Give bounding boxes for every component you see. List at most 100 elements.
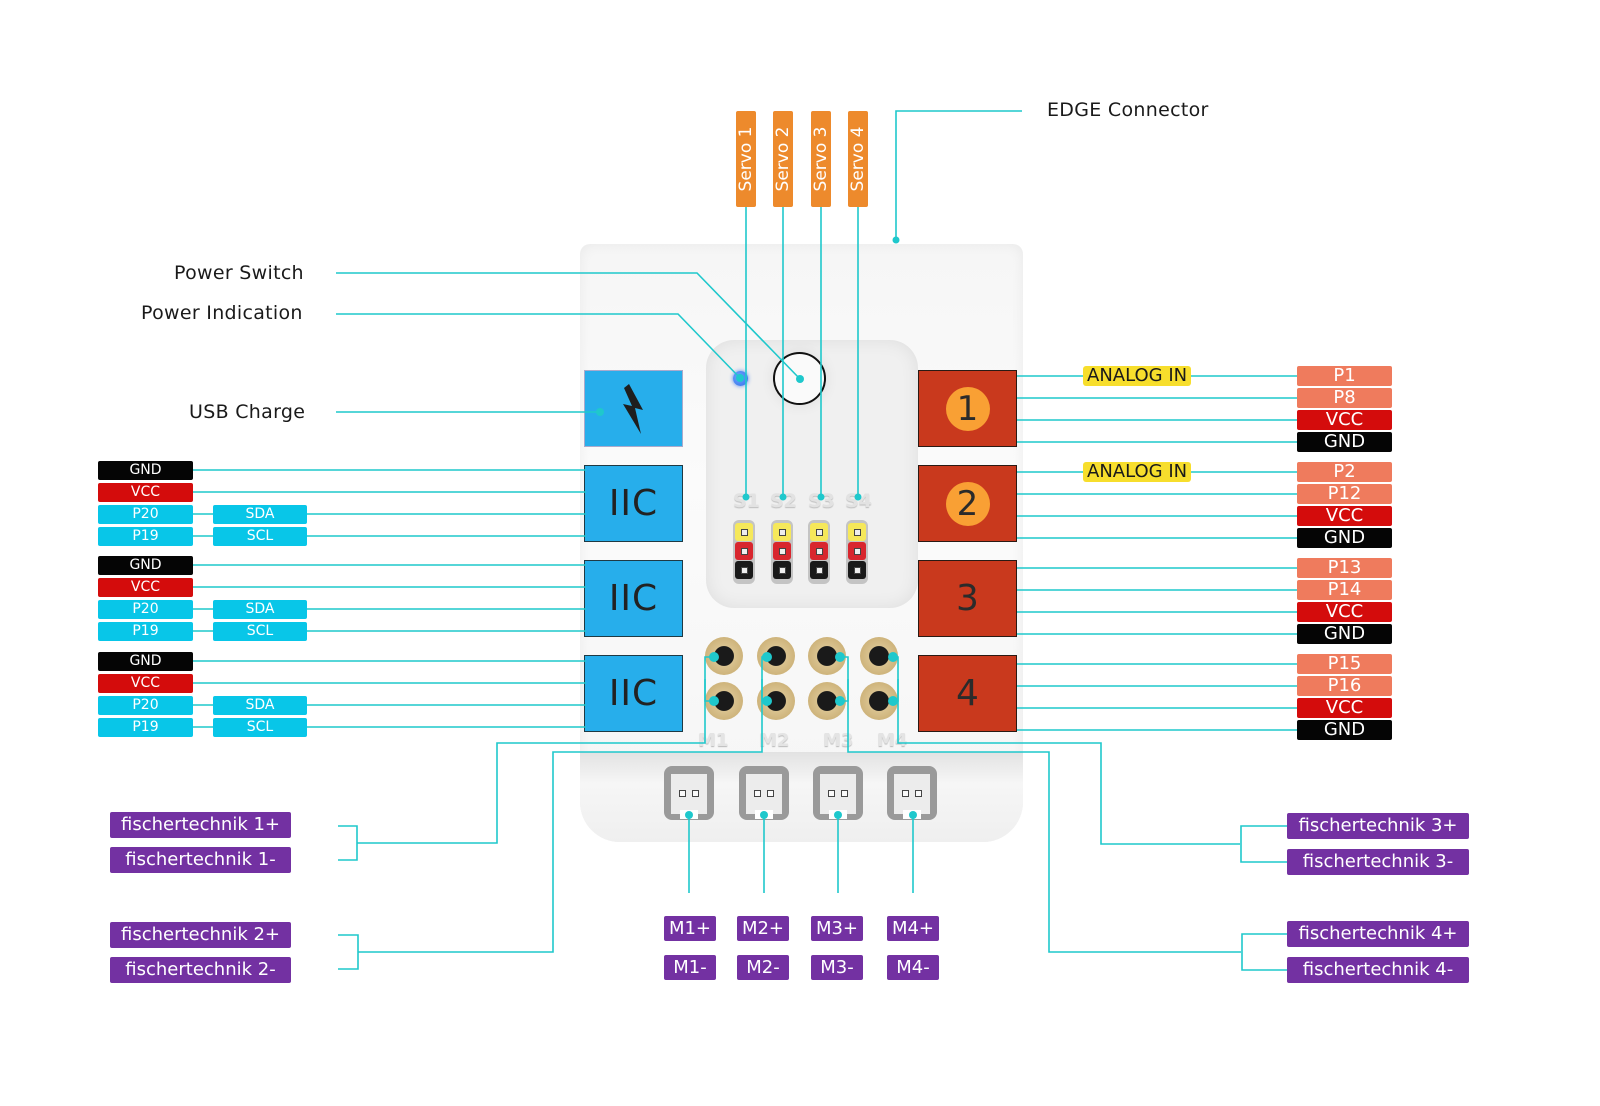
fischertechnik-4-minus: fischertechnik 4-: [1287, 957, 1469, 983]
signal-sda: SDA: [213, 696, 307, 715]
motor-jack-m3-plus: [808, 637, 846, 675]
signal-scl: SCL: [213, 527, 307, 546]
servo-tag-4: Servo 4: [848, 111, 868, 207]
pin-p14: P14: [1297, 580, 1392, 600]
pin-p19: P19: [98, 718, 193, 737]
sensor-port-4: 4: [918, 655, 1017, 732]
pin-p20: P20: [98, 505, 193, 524]
motor-connector-m1: [664, 766, 714, 820]
motor-jack-m2-plus: [757, 637, 795, 675]
port-number: 4: [956, 673, 979, 714]
servo-board-label: S3: [808, 490, 835, 512]
servo-board-label: S4: [845, 490, 872, 512]
pin-p16: P16: [1297, 676, 1392, 696]
power-switch-label: Power Switch: [174, 262, 304, 284]
motor-jack-m4-minus: [860, 682, 898, 720]
servo-tag-label: Servo 1: [736, 126, 756, 192]
servo-tag-label: Servo 3: [811, 126, 831, 192]
motor-tag-m1-minus: M1-: [664, 955, 716, 980]
servo-board-label: S1: [733, 490, 760, 512]
iic-port-label: IIC: [608, 578, 659, 619]
motor-connector-m3: [813, 766, 863, 820]
pin-vcc: VCC: [98, 483, 193, 502]
sensor-port-1: 1: [918, 370, 1017, 447]
port-number-badge: 2: [945, 481, 990, 526]
iic-port-label: IIC: [608, 673, 659, 714]
bracket-ft2: [338, 934, 359, 970]
pin-p12: P12: [1297, 484, 1392, 504]
servo-header-2: [771, 520, 793, 584]
sensor-port-3: 3: [918, 560, 1017, 637]
fischertechnik-3-minus: fischertechnik 3-: [1287, 849, 1469, 875]
bracket-ft3: [1240, 825, 1288, 863]
iic-port-2: IIC: [584, 560, 683, 637]
lightning-bolt-icon: [622, 383, 643, 434]
board-motor-connector-strip: [580, 752, 1023, 842]
motor-board-label: M1: [698, 730, 729, 751]
power-indication-label: Power Indication: [141, 302, 303, 324]
power-switch[interactable]: [773, 352, 826, 405]
fischertechnik-2-plus: fischertechnik 2+: [110, 922, 291, 948]
pin-vcc: VCC: [1297, 506, 1392, 526]
fischertechnik-1-plus: fischertechnik 1+: [110, 812, 291, 838]
fischertechnik-3-plus: fischertechnik 3+: [1287, 813, 1469, 839]
wire-edge-connector: [895, 110, 1022, 240]
sensor-port-2: 2: [918, 465, 1017, 542]
pin-gnd: GND: [1297, 528, 1392, 548]
servo-tag-label: Servo 4: [848, 126, 868, 192]
servo-board-label: S2: [770, 490, 797, 512]
servo-tag-3: Servo 3: [811, 111, 831, 207]
servo-header-3: [808, 520, 830, 584]
servo-header-4: [846, 520, 868, 584]
signal-scl: SCL: [213, 718, 307, 737]
motor-tag-m1-plus: M1+: [664, 916, 716, 941]
motor-board-label: M4: [877, 730, 908, 751]
analog-in-tag: ANALOG IN: [1083, 462, 1192, 482]
pin-gnd: GND: [98, 652, 193, 671]
motor-tag-m2-plus: M2+: [737, 916, 789, 941]
motor-board-label: M2: [759, 730, 790, 751]
pin-p20: P20: [98, 600, 193, 619]
pin-p13: P13: [1297, 558, 1392, 578]
fischertechnik-2-minus: fischertechnik 2-: [110, 957, 291, 983]
edge-connector-label: EDGE Connector: [1047, 99, 1209, 121]
power-indicator-led: [733, 371, 748, 386]
usb-charge-port: [584, 370, 683, 447]
pin-p8: P8: [1297, 388, 1392, 408]
motor-jack-m3-minus: [808, 682, 846, 720]
pin-vcc: VCC: [98, 578, 193, 597]
servo-tag-2: Servo 2: [773, 111, 793, 207]
motor-board-label: M3: [823, 730, 854, 751]
fischertechnik-1-minus: fischertechnik 1-: [110, 847, 291, 873]
iic-port-3: IIC: [584, 655, 683, 732]
pin-p19: P19: [98, 527, 193, 546]
bracket-ft4: [1241, 933, 1288, 971]
pin-gnd: GND: [1297, 624, 1392, 644]
motor-connector-m2: [739, 766, 789, 820]
motor-jack-m2-minus: [757, 682, 795, 720]
servo-tag-1: Servo 1: [736, 111, 756, 207]
pin-vcc: VCC: [1297, 410, 1392, 430]
port-number: 3: [956, 578, 979, 619]
motor-jack-m1-minus: [705, 682, 743, 720]
iic-port-1: IIC: [584, 465, 683, 542]
motor-tag-m4-plus: M4+: [887, 916, 939, 941]
motor-jack-m1-plus: [705, 637, 743, 675]
iic-port-label: IIC: [608, 483, 659, 524]
pin-p1: P1: [1297, 366, 1392, 386]
servo-tag-label: Servo 2: [773, 126, 793, 192]
edge-connector-dot: [892, 236, 900, 244]
motor-connector-m4: [887, 766, 937, 820]
pin-vcc: VCC: [1297, 698, 1392, 718]
motor-tag-m2-minus: M2-: [737, 955, 789, 980]
motor-tag-m4-minus: M4-: [887, 955, 939, 980]
pin-gnd: GND: [98, 461, 193, 480]
signal-scl: SCL: [213, 622, 307, 641]
pin-gnd: GND: [98, 556, 193, 575]
usb-charge-label: USB Charge: [189, 401, 306, 423]
pin-p19: P19: [98, 622, 193, 641]
port-number-badge: 1: [945, 386, 990, 431]
pin-p2: P2: [1297, 462, 1392, 482]
pin-p15: P15: [1297, 654, 1392, 674]
pin-gnd: GND: [1297, 720, 1392, 740]
